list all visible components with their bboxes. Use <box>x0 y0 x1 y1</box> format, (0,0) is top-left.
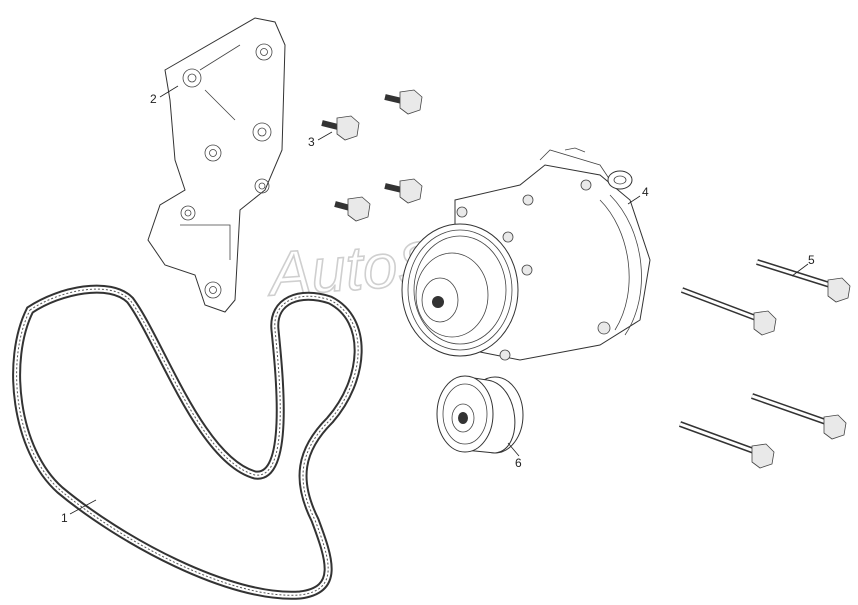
short-bolt <box>384 178 423 204</box>
compressor-part <box>401 147 651 361</box>
bracket-part <box>147 17 286 313</box>
callout-2: 2 <box>150 92 157 106</box>
short-bolt <box>334 196 371 222</box>
short-bolt <box>321 115 360 141</box>
long-bolts <box>678 259 851 469</box>
callout-3: 3 <box>308 135 315 149</box>
short-bolt <box>384 89 423 115</box>
short-bolts <box>321 89 423 222</box>
idler-pulley-part <box>436 375 524 454</box>
callout-4: 4 <box>642 185 649 199</box>
long-bolt <box>678 421 775 469</box>
long-bolt <box>756 259 851 303</box>
callout-1: 1 <box>61 511 68 525</box>
callout-6: 6 <box>515 456 522 470</box>
long-bolt <box>751 393 847 440</box>
long-bolt <box>680 287 777 336</box>
belt-part <box>12 284 363 600</box>
callout-5: 5 <box>808 253 815 267</box>
callout-leaders <box>69 85 809 515</box>
